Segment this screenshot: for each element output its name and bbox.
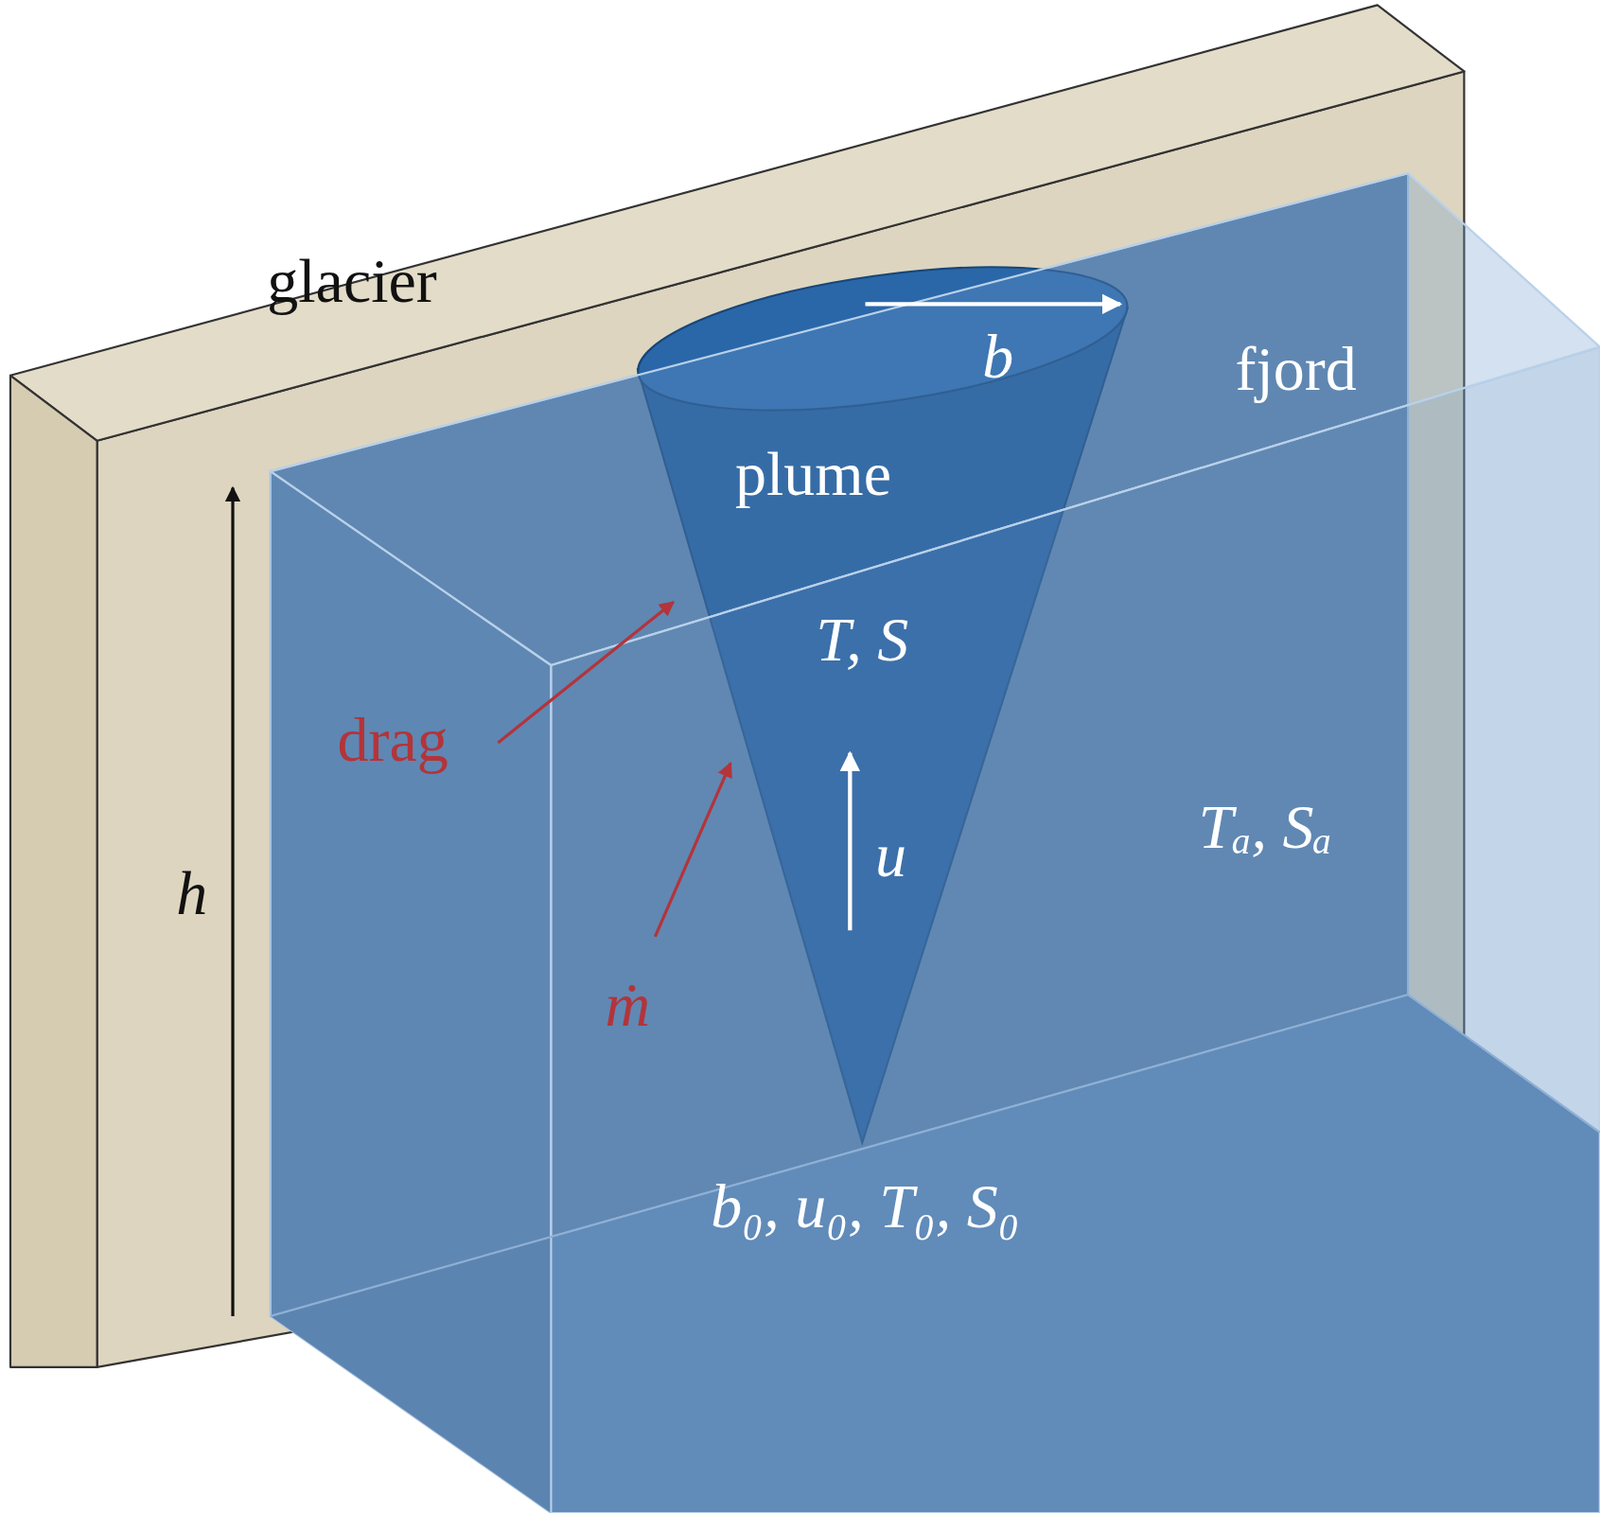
fjord-node: plume T, S fjordTₐ, Sₐ — [270, 173, 1600, 1513]
height-arrow — [230, 487, 234, 1317]
symbol-label: u — [875, 824, 907, 887]
radius-arrow — [865, 301, 1122, 306]
fjord-front — [270, 173, 1600, 1513]
node-label: Tₐ, Sₐ — [1198, 795, 1333, 859]
node-label: fjord — [1234, 337, 1356, 401]
glacier-node: glacier — [0, 0, 1480, 1373]
plume-node: plume T, S — [632, 234, 1133, 1143]
symbol-label: ṁ — [604, 973, 651, 1037]
fjord-box — [270, 173, 1600, 1513]
symbol-label: drag — [337, 708, 449, 772]
node-label: plume — [735, 442, 892, 506]
node-label: T, S — [815, 608, 909, 671]
symbol-label: b₀, u₀, T₀, S₀ — [710, 1175, 1020, 1238]
symbol-label: h — [175, 861, 208, 925]
drag-leader — [497, 601, 673, 743]
node-label: glacier — [266, 249, 438, 313]
symbol-label: b — [982, 325, 1014, 388]
velocity-arrow — [847, 753, 852, 932]
melt-leader — [654, 763, 731, 937]
